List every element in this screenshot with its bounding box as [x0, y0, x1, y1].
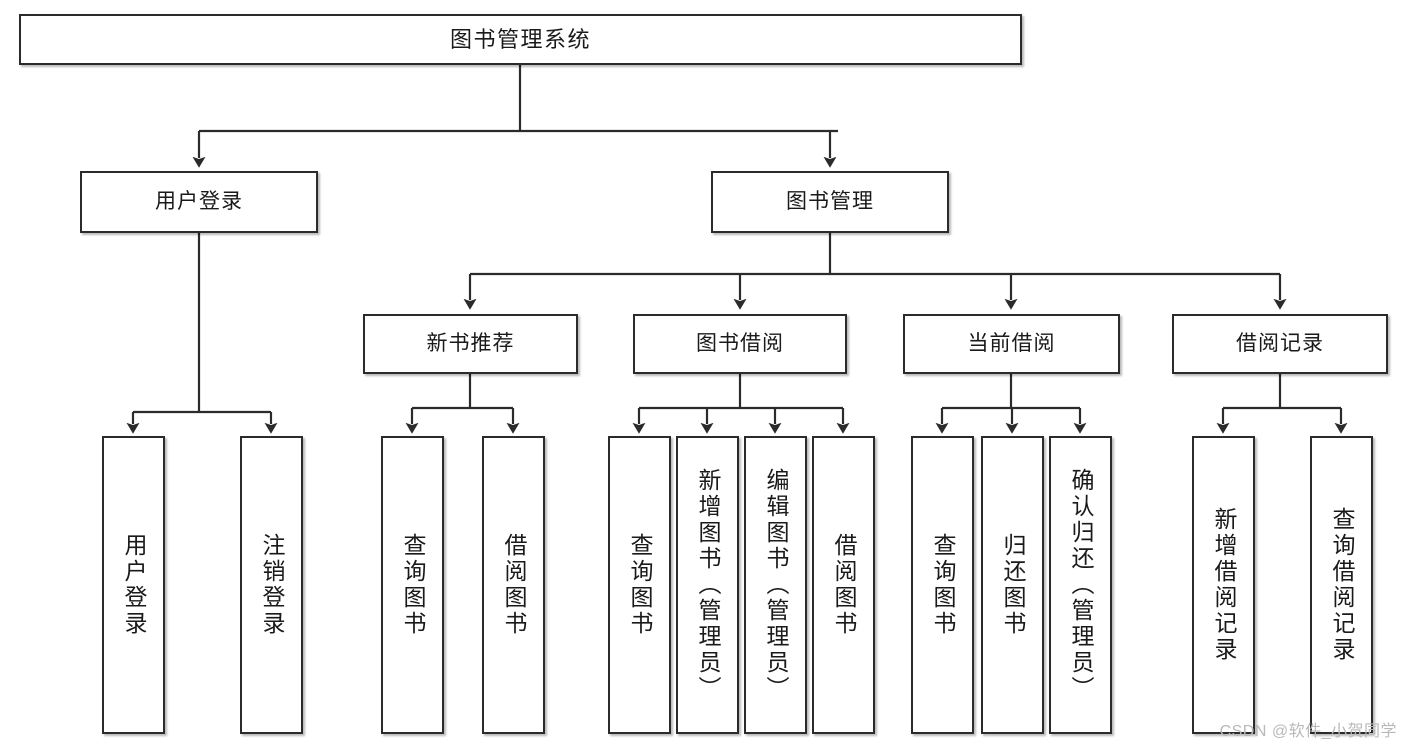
node-leaf-3[interactable]: 借阅图书: [482, 436, 545, 734]
node-leaf-9[interactable]: 归还图书: [981, 436, 1044, 734]
node-leaf-1-label: 注销登录: [259, 533, 285, 637]
node-leaf-6-label: 编辑图书（管理员）: [763, 468, 789, 702]
node-leaf-0-label: 用户登录: [121, 533, 147, 637]
node-leaf-9-label: 归还图书: [1000, 533, 1026, 637]
node-level3-borrow-record-label: 借阅记录: [1236, 331, 1324, 355]
node-level2-book-management[interactable]: 图书管理: [711, 171, 949, 233]
node-leaf-4[interactable]: 查询图书: [608, 436, 671, 734]
node-root-label: 图书管理系统: [449, 26, 591, 52]
node-leaf-11-label: 新增借阅记录: [1211, 507, 1237, 663]
node-leaf-7[interactable]: 借阅图书: [812, 436, 875, 734]
node-leaf-3-label: 借阅图书: [501, 533, 527, 637]
node-level2-user-login[interactable]: 用户登录: [80, 171, 318, 233]
node-leaf-12[interactable]: 查询借阅记录: [1310, 436, 1373, 734]
node-level3-current-borrow[interactable]: 当前借阅: [903, 314, 1120, 374]
node-level3-new-book-recommend[interactable]: 新书推荐: [363, 314, 578, 374]
node-leaf-11[interactable]: 新增借阅记录: [1192, 436, 1255, 734]
node-leaf-1[interactable]: 注销登录: [240, 436, 303, 734]
node-leaf-8[interactable]: 查询图书: [911, 436, 974, 734]
node-leaf-8-label: 查询图书: [930, 533, 956, 637]
node-leaf-2[interactable]: 查询图书: [381, 436, 444, 734]
node-level2-book-management-label: 图书管理: [786, 189, 874, 213]
node-leaf-10[interactable]: 确认归还（管理员）: [1049, 436, 1112, 734]
node-leaf-7-label: 借阅图书: [831, 533, 857, 637]
node-leaf-12-label: 查询借阅记录: [1329, 507, 1355, 663]
node-level3-book-borrow-label: 图书借阅: [696, 331, 784, 355]
node-leaf-5-label: 新增图书（管理员）: [695, 468, 721, 702]
node-level2-user-login-label: 用户登录: [155, 189, 243, 213]
node-level3-book-borrow[interactable]: 图书借阅: [633, 314, 847, 374]
node-leaf-0[interactable]: 用户登录: [102, 436, 165, 734]
node-leaf-2-label: 查询图书: [400, 533, 426, 637]
node-leaf-6[interactable]: 编辑图书（管理员）: [744, 436, 807, 734]
node-leaf-10-label: 确认归还（管理员）: [1068, 468, 1094, 702]
watermark-text: CSDN @软件_小贺同学: [1219, 723, 1397, 740]
node-leaf-5[interactable]: 新增图书（管理员）: [676, 436, 739, 734]
node-level3-current-borrow-label: 当前借阅: [967, 331, 1056, 355]
node-root[interactable]: 图书管理系统: [19, 14, 1022, 65]
node-level3-new-book-recommend-label: 新书推荐: [426, 331, 515, 355]
node-leaf-4-label: 查询图书: [627, 533, 653, 637]
node-level3-borrow-record[interactable]: 借阅记录: [1172, 314, 1388, 374]
